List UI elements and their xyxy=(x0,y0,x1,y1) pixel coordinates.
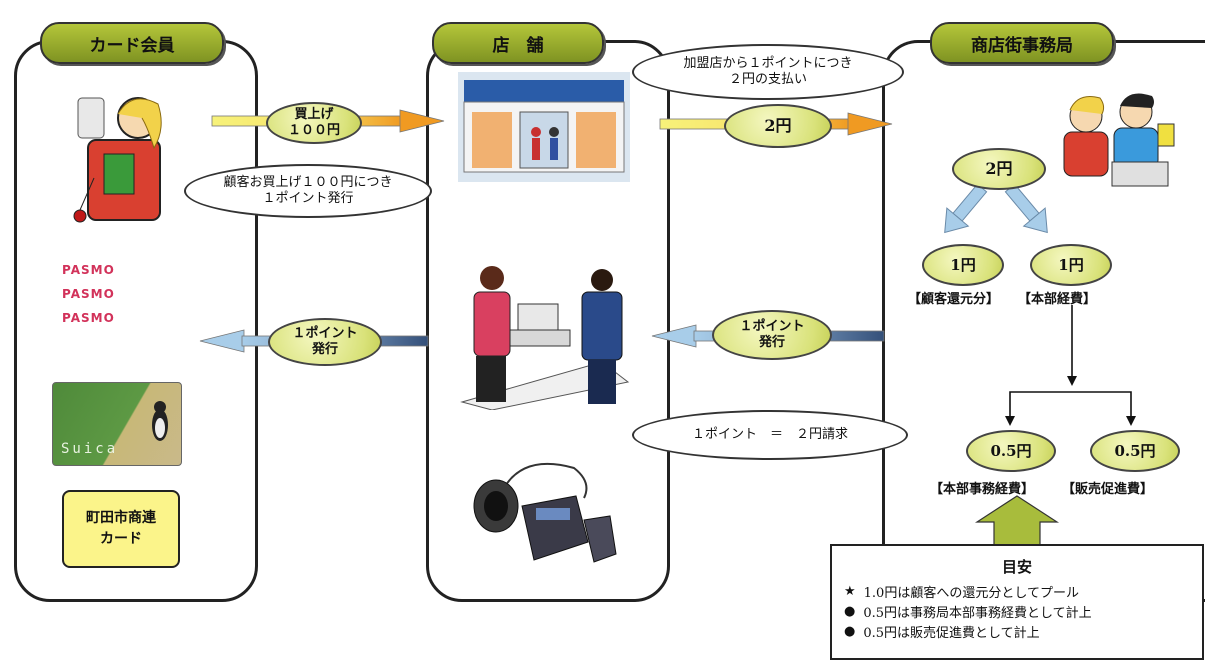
office-total-bubble: 2円 xyxy=(952,148,1046,190)
machida-card-line2: カード xyxy=(100,531,142,547)
claim-text: １ポイント ＝ ２円請求 xyxy=(691,426,848,442)
shopper-illustration xyxy=(73,97,162,223)
hq-expense-bubble: 1円 xyxy=(1030,244,1112,286)
dot-bullet-icon: ● xyxy=(844,623,856,639)
guide-item: ● 0.5円は販売促進費として計上 xyxy=(844,621,1202,641)
sales-promo-bubble: 0.5円 xyxy=(1090,430,1180,472)
suica-card: Suica xyxy=(52,382,182,466)
customer-return-value: 1円 xyxy=(950,255,976,274)
sales-promo-value: 0.5円 xyxy=(1114,441,1156,460)
pasmo-logo: PASMO xyxy=(62,263,115,277)
sales-promo-label: 【販売促進費】 xyxy=(1062,482,1154,497)
payment-bubble: 2円 xyxy=(724,104,832,148)
customer-return-label: 【顧客還元分】 xyxy=(908,292,1000,307)
guide-item-text: 1.0円は顧客への還元分としてプール xyxy=(863,585,1079,601)
machida-card: 町田市商連 カード xyxy=(62,490,180,568)
star-bullet-icon: ★ xyxy=(844,583,856,599)
pasmo-logo: PASMO xyxy=(62,311,115,325)
customer-return-bubble: 1円 xyxy=(922,244,1004,286)
guide-item: ★ 1.0円は顧客への還元分としてプール xyxy=(844,581,1202,601)
dot-bullet-icon: ● xyxy=(844,603,856,619)
office-header: 商店街事務局 xyxy=(930,22,1114,64)
hq-admin-value: 0.5円 xyxy=(990,441,1032,460)
pasmo-logos: PASMO PASMO PASMO xyxy=(62,258,142,330)
guide-item-text: 0.5円は事務局本部事務経費として計上 xyxy=(863,605,1092,621)
guide-title: 目安 xyxy=(1001,558,1032,576)
claim-bubble: １ポイント ＝ ２円請求 xyxy=(632,410,908,460)
guide-item: ● 0.5円は事務局本部事務経費として計上 xyxy=(844,601,1202,621)
member-header: カード会員 xyxy=(40,22,224,64)
storefront-illustration xyxy=(458,72,630,182)
hq-expense-value: 1円 xyxy=(1058,255,1084,274)
hq-admin-bubble: 0.5円 xyxy=(966,430,1056,472)
split-arrow-right xyxy=(1004,183,1048,234)
office-staff-illustration xyxy=(1063,93,1175,187)
point-issue-right-bubble: １ポイント発行 xyxy=(712,310,832,360)
pasmo-logo: PASMO xyxy=(62,287,115,301)
issue-rule-line1: 顧客お買上げ１００円につき xyxy=(223,174,393,190)
checkout-illustration xyxy=(460,266,630,410)
machida-card-line1: 町田市商連 xyxy=(86,510,156,526)
payment-rule-line2: ２円の支払い xyxy=(728,72,807,87)
payment-amount: 2円 xyxy=(764,116,792,135)
issue-rule-line2: １ポイント発行 xyxy=(262,191,354,206)
office-total: 2円 xyxy=(985,159,1013,178)
payment-rule-line1: 加盟店から１ポイントにつき xyxy=(683,55,853,71)
suica-label: Suica xyxy=(61,441,119,457)
point-issue-left-line1: １ポイント xyxy=(292,325,358,341)
expense-tree xyxy=(1009,305,1132,418)
point-issue-right-line2: 発行 xyxy=(758,335,785,350)
split-arrow-left xyxy=(944,183,988,234)
guide-box: 目安 ★ 1.0円は顧客への還元分としてプール ● 0.5円は事務局本部事務経費… xyxy=(830,544,1204,660)
guide-up-arrow xyxy=(974,495,1060,547)
store-header: 店 舗 xyxy=(432,22,604,64)
point-issue-right-line1: １ポイント xyxy=(739,318,805,334)
hq-expense-label: 【本部経費】 xyxy=(1018,292,1097,307)
point-issue-left-bubble: １ポイント発行 xyxy=(268,318,382,366)
purchase-line1: 買上げ xyxy=(294,106,334,122)
hq-admin-label: 【本部事務経費】 xyxy=(930,482,1035,497)
purchase-line2: １００円 xyxy=(287,123,340,138)
card-terminal-illustration xyxy=(473,462,617,563)
penguin-icon xyxy=(152,401,168,441)
guide-item-text: 0.5円は販売促進費として計上 xyxy=(863,625,1040,641)
point-issue-left-line2: 発行 xyxy=(311,342,338,357)
